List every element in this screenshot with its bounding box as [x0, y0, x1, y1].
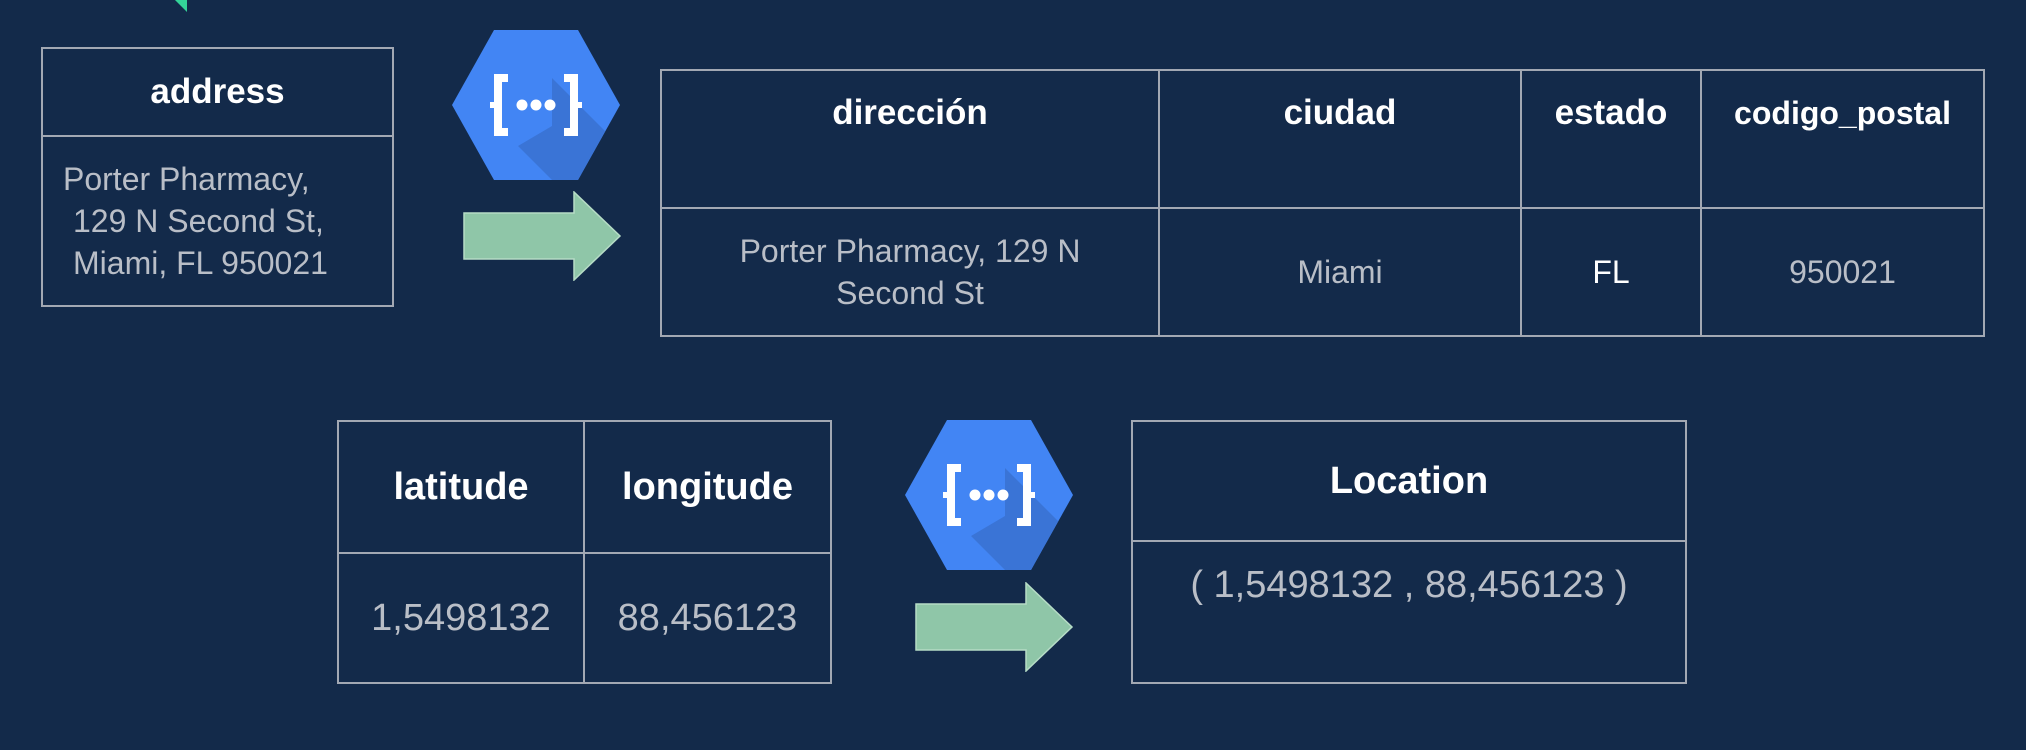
right-arrow-icon	[463, 191, 622, 281]
address-line-3: Miami, FL 950021	[73, 245, 328, 281]
header-estado: estado	[1520, 69, 1702, 209]
cell-codigo-postal: 950021	[1700, 207, 1985, 337]
direccion-line-2: Second St	[836, 275, 984, 311]
address-line-1: Porter Pharmacy,	[63, 161, 310, 197]
cell-location: ( 1,5498132 , 88,456123 )	[1131, 540, 1687, 684]
cloud-functions-icon	[905, 420, 1073, 570]
address-table: address Porter Pharmacy, 129 N Second St…	[41, 47, 394, 307]
location-table: Location ( 1,5498132 , 88,456123 )	[1131, 420, 1687, 684]
header-direccion: dirección	[660, 69, 1160, 209]
header-codigo-postal: codigo_postal	[1700, 69, 1985, 209]
header-ciudad: ciudad	[1158, 69, 1522, 209]
split-address-table: dirección ciudad estado codigo_postal Po…	[660, 69, 1985, 337]
cloud-functions-icon	[452, 30, 620, 180]
cell-estado: FL	[1520, 207, 1702, 337]
address-line-2: 129 N Second St,	[73, 203, 324, 239]
cell-direccion: Porter Pharmacy, 129 N Second St	[660, 207, 1160, 337]
address-value: Porter Pharmacy, 129 N Second St, Miami,…	[41, 135, 394, 307]
header-location: Location	[1131, 420, 1687, 542]
cell-ciudad: Miami	[1158, 207, 1522, 337]
coordinates-table: latitude longitude 1,5498132 88,456123	[337, 420, 832, 684]
header-longitude: longitude	[583, 420, 832, 554]
cell-latitude: 1,5498132	[337, 552, 585, 684]
corner-arrow-tip-icon	[175, 0, 187, 12]
right-arrow-icon	[915, 582, 1074, 672]
address-header: address	[41, 47, 394, 137]
header-latitude: latitude	[337, 420, 585, 554]
direccion-line-1: Porter Pharmacy, 129 N	[739, 233, 1081, 269]
cell-longitude: 88,456123	[583, 552, 832, 684]
